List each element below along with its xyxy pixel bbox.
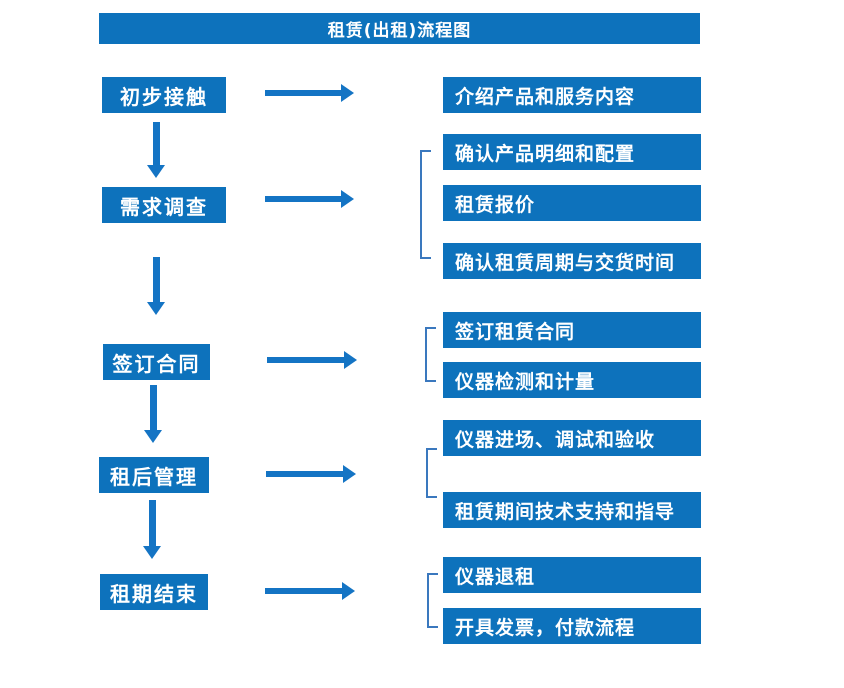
down-arrow-shaft <box>153 257 160 302</box>
step-box: 初步接触 <box>102 77 226 113</box>
detail-label: 仪器退租 <box>455 565 536 588</box>
down-arrow-shaft <box>153 122 160 165</box>
detail-box: 仪器进场、调试和验收 <box>443 420 701 456</box>
detail-label: 确认产品明细和配置 <box>455 142 636 165</box>
step-box: 租后管理 <box>99 457 209 493</box>
down-arrow-icon <box>147 302 165 315</box>
flowchart-title-bar: 租赁(出租)流程图 <box>99 13 700 44</box>
detail-label: 租赁期间技术支持和指导 <box>455 500 676 523</box>
group-bracket-tick-top <box>426 448 437 450</box>
detail-box: 介绍产品和服务内容 <box>443 77 701 113</box>
right-arrow-shaft <box>265 196 341 202</box>
detail-box: 确认租赁周期与交货时间 <box>443 243 701 279</box>
detail-label: 仪器进场、调试和验收 <box>455 428 656 451</box>
down-arrow-icon <box>144 430 162 443</box>
group-bracket-vertical <box>426 448 428 498</box>
detail-box: 租赁期间技术支持和指导 <box>443 492 701 528</box>
step-label: 需求调查 <box>120 194 208 219</box>
right-arrow-shaft <box>265 90 341 96</box>
group-bracket-vertical <box>420 150 422 259</box>
detail-box: 确认产品明细和配置 <box>443 134 701 170</box>
right-arrow-shaft <box>265 588 342 594</box>
step-box: 需求调查 <box>102 187 226 223</box>
right-arrow-shaft <box>267 357 344 363</box>
right-arrow-shaft <box>266 471 343 477</box>
detail-box: 租赁报价 <box>443 185 701 221</box>
detail-label: 开具发票，付款流程 <box>455 616 636 639</box>
step-label: 租后管理 <box>110 464 198 489</box>
detail-box: 开具发票，付款流程 <box>443 608 701 644</box>
detail-label: 仪器检测和计量 <box>455 370 596 393</box>
group-bracket-tick-top <box>427 573 438 575</box>
detail-label: 租赁报价 <box>455 193 536 216</box>
step-label: 租期结束 <box>110 581 198 606</box>
right-arrow-icon <box>341 84 354 102</box>
down-arrow-shaft <box>150 385 157 430</box>
down-arrow-icon <box>143 546 161 559</box>
group-bracket-vertical <box>425 327 427 382</box>
group-bracket-vertical <box>427 573 429 628</box>
down-arrow-icon <box>147 165 165 178</box>
right-arrow-icon <box>341 190 354 208</box>
group-bracket-tick-bottom <box>426 496 437 498</box>
step-box: 租期结束 <box>100 574 208 610</box>
group-bracket-tick-bottom <box>420 257 431 259</box>
detail-label: 签订租赁合同 <box>455 320 576 343</box>
detail-box: 仪器检测和计量 <box>443 362 701 398</box>
step-label: 初步接触 <box>120 84 208 109</box>
group-bracket-tick-bottom <box>425 380 436 382</box>
right-arrow-icon <box>342 582 355 600</box>
group-bracket-tick-top <box>420 150 431 152</box>
right-arrow-icon <box>344 351 357 369</box>
group-bracket-tick-bottom <box>427 626 438 628</box>
detail-box: 仪器退租 <box>443 557 701 593</box>
step-box: 签订合同 <box>103 344 210 380</box>
detail-box: 签订租赁合同 <box>443 312 701 348</box>
right-arrow-icon <box>343 465 356 483</box>
flowchart-title: 租赁(出租)流程图 <box>327 21 472 41</box>
down-arrow-shaft <box>149 500 156 546</box>
step-label: 签订合同 <box>112 351 201 376</box>
detail-label: 介绍产品和服务内容 <box>455 85 636 108</box>
group-bracket-tick-top <box>425 327 436 329</box>
detail-label: 确认租赁周期与交货时间 <box>455 251 676 274</box>
